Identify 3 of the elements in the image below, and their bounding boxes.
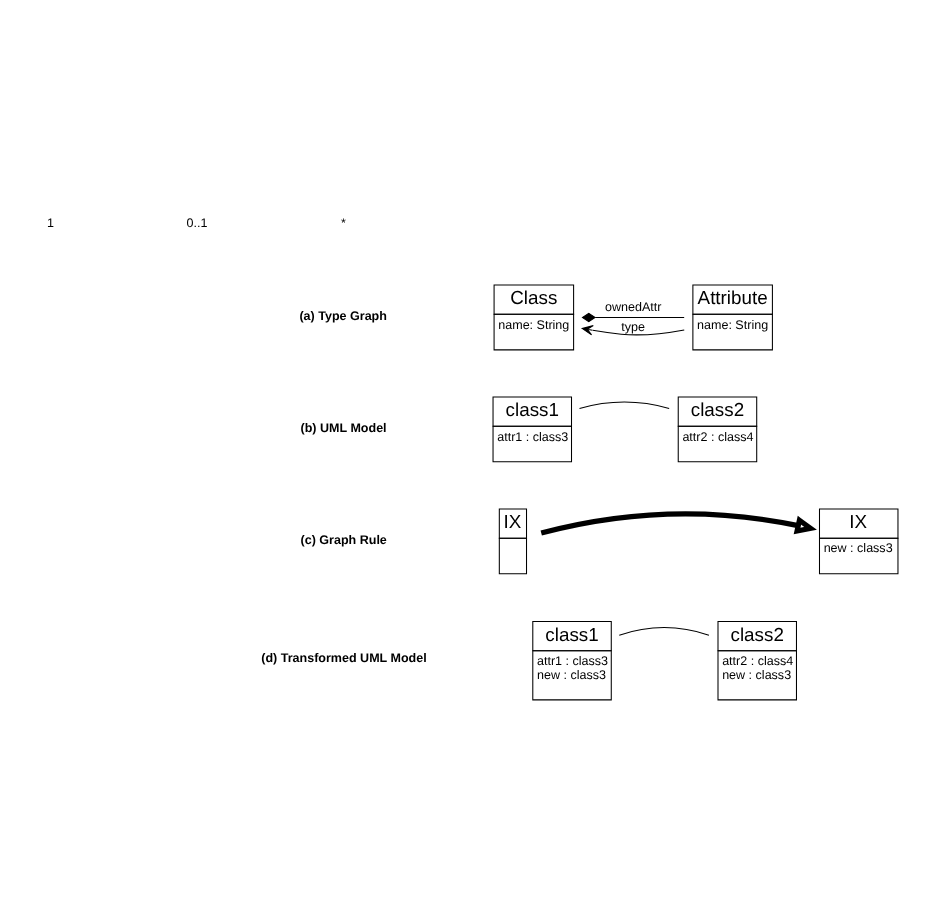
arrow xyxy=(539,511,816,536)
connector xyxy=(580,312,684,323)
arrow xyxy=(580,325,684,336)
